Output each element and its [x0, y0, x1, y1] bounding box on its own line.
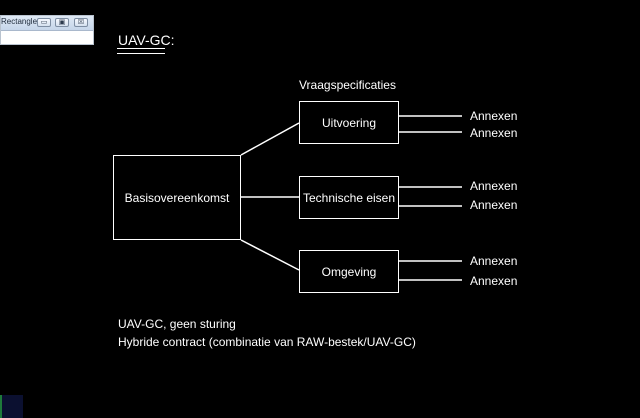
mini-window-titlebar[interactable]: Rectangle ▭ ▣ ☒	[1, 16, 93, 31]
connector-to-uitvoering	[240, 122, 300, 156]
mini-window-body	[1, 31, 93, 44]
annex-label: Annexen	[470, 274, 518, 288]
basisovereenkomst-box[interactable]: Basisovereenkomst	[113, 155, 241, 240]
footer-line-1: UAV-GC, geen sturing	[118, 317, 236, 331]
footer-line-2: Hybride contract (combinatie van RAW-bes…	[118, 335, 416, 349]
minimize-icon[interactable]: ▭	[37, 18, 51, 27]
connector-to-omgeving	[240, 239, 300, 271]
close-icon[interactable]: ☒	[74, 18, 88, 27]
annex-label: Annexen	[470, 198, 518, 212]
omgeving-box[interactable]: Omgeving	[299, 250, 399, 293]
taskbar-tile[interactable]	[0, 395, 23, 418]
uitvoering-box[interactable]: Uitvoering	[299, 101, 399, 144]
annex-label: Annexen	[470, 254, 518, 268]
annex-label: Annexen	[470, 126, 518, 140]
maximize-icon[interactable]: ▣	[55, 18, 69, 27]
mini-window-title: Rectangle	[1, 17, 38, 26]
title-double-underline	[117, 48, 165, 54]
annex-label: Annexen	[470, 179, 518, 193]
annex-label: Annexen	[470, 109, 518, 123]
page-title: UAV-GC:	[118, 32, 175, 48]
technische-eisen-box[interactable]: Technische eisen	[299, 176, 399, 219]
vraagspecificaties-label: Vraagspecificaties	[299, 78, 396, 92]
mini-window[interactable]: Rectangle ▭ ▣ ☒	[0, 15, 94, 45]
